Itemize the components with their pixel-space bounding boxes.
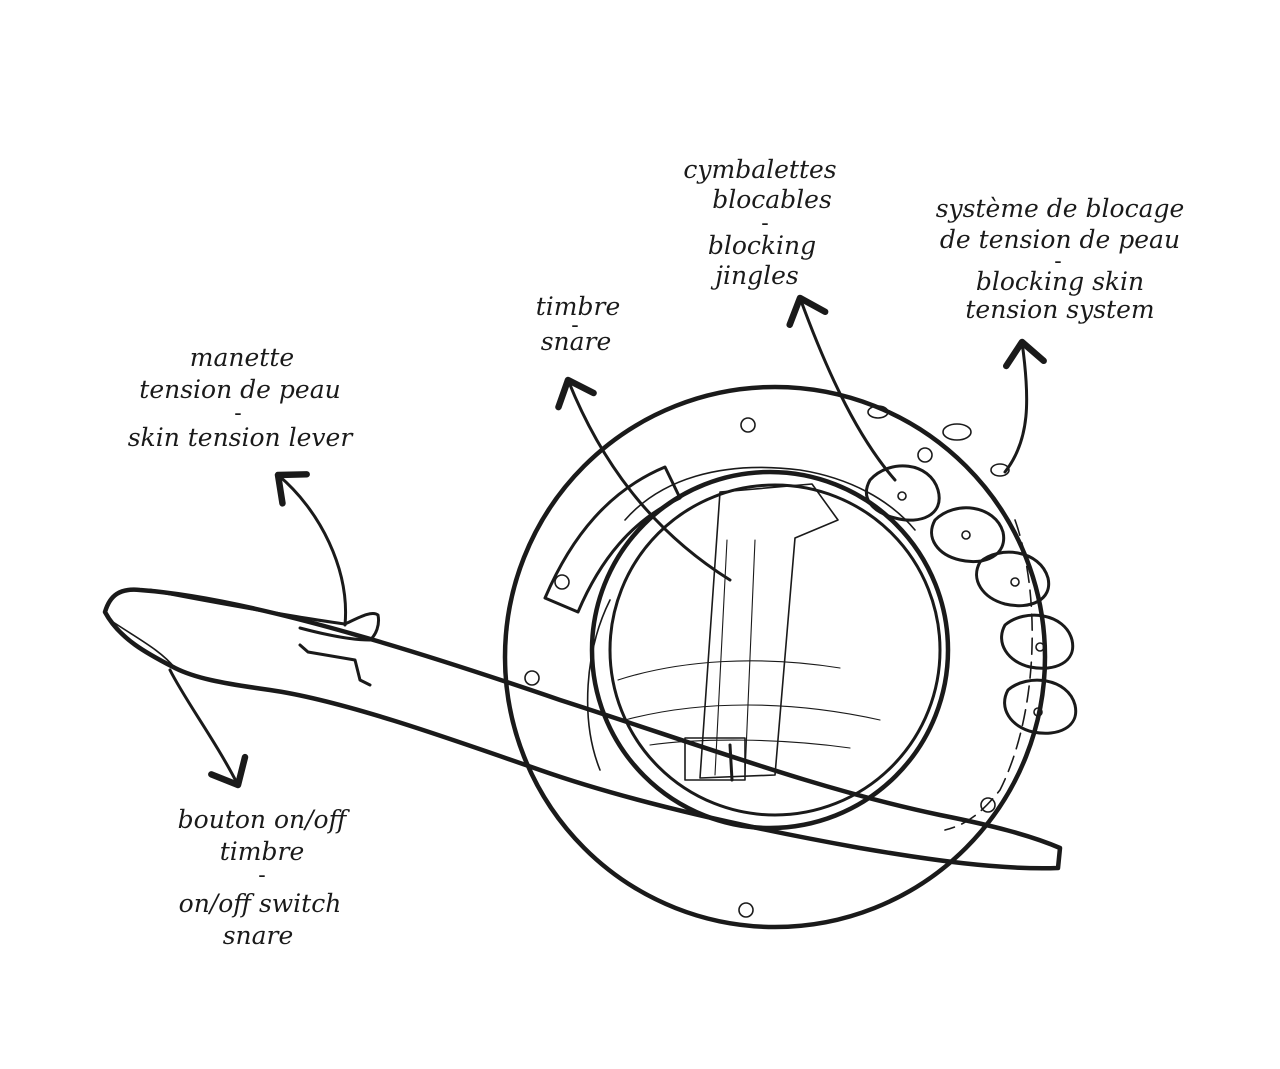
rim-bolt-holes (524, 417, 996, 918)
arrow-to-blocking-system (1002, 338, 1047, 474)
label-jingles-sep: - (761, 211, 768, 236)
drum-shell-dashed-edge (944, 519, 1033, 831)
arrow-to-snare (555, 376, 732, 582)
label-snare: timbre - snare (536, 292, 621, 356)
arrow-to-switch (168, 668, 249, 789)
label-snare-sep: - (571, 313, 578, 338)
label-switch-line2: timbre (220, 837, 305, 866)
label-snare-line2: snare (541, 327, 612, 356)
arrow-to-lever (274, 471, 348, 627)
label-blocking-line4: tension system (965, 295, 1154, 324)
skin-tension-lever (102, 587, 1063, 871)
jingle-5 (1003, 678, 1078, 735)
label-switch-line4: snare (223, 921, 294, 950)
snare-strip (699, 483, 839, 779)
drum-inner-rim-inner (608, 483, 942, 817)
label-lever-line1: manette (190, 343, 294, 372)
label-blocking-line1: système de blocage (936, 194, 1185, 223)
jingle-4 (1000, 613, 1075, 670)
label-snare-line1: timbre (536, 292, 621, 321)
label-blocking-line3: blocking skin (976, 267, 1144, 296)
label-lever-line2: tension de peau (139, 375, 340, 404)
crescent-plate (543, 465, 682, 614)
label-skin-tension-lever: manette tension de peau - skin tension l… (128, 343, 355, 452)
jingle-1 (864, 464, 941, 522)
label-jingles-line3: blocking (708, 231, 816, 260)
arrow-to-jingles (786, 294, 897, 482)
drum-body (502, 384, 1048, 930)
label-blocking-system: système de blocage de tension de peau - … (936, 194, 1185, 324)
label-lever-sep: - (234, 401, 241, 426)
drum-shell-arc (586, 599, 611, 771)
label-blocking-sep: - (1054, 249, 1061, 274)
drum-outer-rim (502, 384, 1048, 930)
label-switch-sep: - (258, 863, 265, 888)
label-blocking-line2: de tension de peau (940, 225, 1180, 254)
jingle-3 (975, 550, 1051, 608)
label-jingles-line1: cymbalettes (683, 155, 836, 184)
label-lever-line3: skin tension lever (128, 423, 355, 452)
label-switch-line1: bouton on/off (178, 805, 351, 834)
label-jingles-line4: jingles (710, 261, 798, 290)
label-on-off-switch: bouton on/off timbre - on/off switch sna… (178, 805, 351, 950)
label-jingles-line2: blocables (712, 185, 832, 214)
jingles-group (864, 464, 1078, 735)
label-switch-line3: on/off switch (179, 889, 342, 918)
lever-handle (148, 588, 380, 642)
drum-back-arc (624, 466, 916, 531)
label-blocking-jingles: cymbalettes blocables - blocking jingles (683, 155, 836, 290)
